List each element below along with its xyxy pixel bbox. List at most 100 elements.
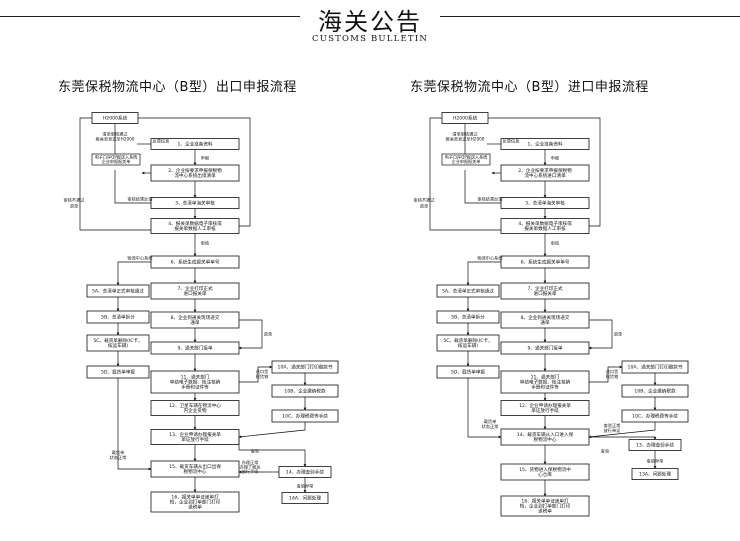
- flow-box-label-n2: 2、企业按要求申报保税物流中心系统进口清单: [518, 167, 572, 179]
- flow-connector: [464, 170, 501, 204]
- flow-box-label-n8: 8、企业到通关现场递交通单: [521, 314, 570, 326]
- import-flowchart: H2000系统 1、企业准备资料 2、企业按要求申报保税物流中心系统进口清单 3、总清…: [414, 112, 689, 517]
- flow-box-label-n8: 8、企业到通关现场递交通单: [171, 314, 220, 326]
- flow-box-label-n5d: 5D、载货单申报: [451, 369, 485, 376]
- flow-connector: [466, 261, 501, 286]
- flow-box-label-n5d: 5D、载货单申报: [101, 369, 135, 376]
- flow-box-label-n2: 2、企业按要求申报保税物流中心系统出境清单: [168, 167, 222, 179]
- flow-connector: [488, 117, 601, 227]
- flow-connector: [238, 422, 306, 439]
- flow-edge-label: 审结: [551, 239, 559, 246]
- flow-box-label-n11: 11、通关部门审结电子数据、核注核销手册和证件等: [520, 374, 571, 391]
- flow-box-label-n13: 13、办理查验手续: [636, 442, 674, 449]
- flow-box-label-n14: 14、办理查验手续: [286, 469, 324, 476]
- header-rule-right: [440, 16, 740, 17]
- flow-edge-label: 载货单状态正常: [482, 418, 499, 430]
- flow-box-label-n1: 1、企业准备资料: [177, 141, 212, 148]
- flow-edge-label: 报关单发送至H2000: [96, 135, 135, 142]
- flow-edge-label: 反馈信息: [503, 137, 520, 144]
- flow-edge-label: 清单审核通过: [452, 130, 478, 137]
- flow-edge-label: 反馈信息: [153, 137, 170, 144]
- flow-edge-label: 电子口岸QP报送入系统企业申报报关单: [95, 154, 138, 165]
- flow-edge-label: 退单: [614, 330, 622, 337]
- flow-edge-label: 申报: [551, 154, 560, 161]
- flow-box-label-n7: 7、企业打印正式进口报关单: [527, 285, 562, 297]
- flow-connector: [589, 436, 657, 440]
- flow-box-label-n6: 6、系统生成报关单单号: [521, 259, 570, 266]
- header-rule-left: [0, 16, 300, 17]
- flow-edge-label: 清单审核通过: [102, 130, 128, 137]
- flow-connector: [116, 261, 151, 286]
- flow-box-label-n14: 14、载货车辆从入口进入保税物流中心: [517, 431, 574, 443]
- flow-edge-label: 申报: [201, 154, 210, 161]
- flow-box-label-n3: 3、总清单海关审核: [525, 200, 565, 207]
- flow-box-label-n1: 1、企业准备资料: [527, 141, 562, 148]
- flow-connector: [114, 170, 151, 204]
- flow-box-label-n10a: 10A、通关部门打印缴款书: [628, 364, 683, 371]
- flow-box-label-n6: 6、系统生成报关单单号: [171, 259, 220, 266]
- flow-box-label-n13a: 13A、问题处理: [639, 471, 671, 478]
- flow-edge-label: 审核结果反馈: [127, 195, 153, 202]
- flow-box-label-n5c: 5C、载货单删除(IC卡，核运车辆): [93, 337, 142, 349]
- flow-box-label-n14a: 14A、问题处理: [289, 495, 321, 502]
- flow-edge-label: 审核结果反馈: [477, 195, 503, 202]
- flow-edge-label: 物流中心系统: [127, 254, 152, 261]
- flow-box-label-n10c: 10C、办理税费等手续: [632, 413, 678, 420]
- flow-box-label-n3: 3、总清单海关审核: [175, 200, 215, 207]
- flow-connector: [138, 117, 251, 227]
- flow-box-label-n5b: 5B、总清单拆分: [451, 314, 485, 321]
- flow-box-label-n16: 16、报关单单证递单打档，企业到打单部门打印退税单: [170, 494, 221, 511]
- flow-note-box: [91, 153, 141, 166]
- flow-edge-label: 办理正常办理了报运放行手续: [240, 459, 262, 475]
- flow-box-label-n5a: 5A、总清单正式审核通过: [92, 288, 144, 295]
- flow-box-label-n10c: 10C、办理税费等手续: [282, 413, 328, 420]
- flow-edge-label: 审核不通过: [414, 196, 436, 203]
- flow-box-label-n13: 13、企业申请办理报关单单证放行手续: [169, 431, 221, 443]
- export-flow-title: 东莞保税物流中心（B型）出口申报流程: [58, 80, 297, 95]
- flow-connector: [238, 319, 263, 350]
- flow-edge-label: 退单: [420, 202, 428, 209]
- flow-connector: [429, 117, 501, 231]
- flow-box-label-n7: 7、企业打印正式进口报关单: [177, 285, 212, 297]
- flow-edge-label: 退单: [70, 202, 78, 209]
- flow-edge-label: 电子口岸QP报送入系统企业申报报关单: [445, 154, 488, 165]
- flow-box-label-n5a: 5A、总清单正式审核通过: [442, 288, 494, 295]
- flow-box-label-n4: 4、报关单数据电子审核或报关单数据人工审核: [518, 220, 572, 232]
- flow-connector: [467, 378, 502, 439]
- flow-edge-label: 查验正常放行单证: [604, 422, 622, 434]
- flow-connector: [238, 437, 307, 467]
- flow-connector: [588, 422, 656, 439]
- flow-edge-label: 查验: [251, 447, 260, 454]
- flow-box-label-n10b: 10B、企业缴纳税款: [284, 388, 326, 395]
- flow-connector: [589, 365, 623, 383]
- flow-box-label-n12: 12、卫星车辆在物流中心内企业货物: [169, 402, 221, 414]
- flow-box-label-n15: 15、货物进入保税物流中心仓库: [519, 466, 571, 478]
- flow-box-label-n4: 4、报关单数据电子审核或报关单数据人工审核: [168, 220, 222, 232]
- flow-connector: [79, 117, 151, 231]
- flow-box-label-n11: 11、通关部门审结电子数据、核注核销手册和证件等: [170, 374, 221, 391]
- flow-box-label-h2000: H2000系统: [103, 115, 128, 122]
- flow-edge-label: 退单: [264, 330, 272, 337]
- bulletin-title: 海关公告: [318, 8, 422, 36]
- flow-edge-label: 审核不通过: [64, 196, 86, 203]
- flow-edge-label: 查验异常: [297, 482, 314, 489]
- flow-connector: [588, 319, 613, 350]
- flow-edge-label: 进口货税货物: [256, 368, 269, 380]
- flow-note-box: [441, 153, 491, 166]
- flow-edge-label: 进口货税货物: [606, 368, 619, 380]
- bulletin-subtitle: CUSTOMS BULLETIN: [312, 34, 428, 44]
- bulletin-header: 海关公告 CUSTOMS BULLETIN: [0, 0, 740, 50]
- flow-edge-label: 物流中心系统: [477, 254, 502, 261]
- flow-box-label-n9: 9、通关部门接单: [527, 345, 562, 352]
- flow-box-label-n5c: 5C、载货单删除(IC卡，核运车辆): [443, 337, 492, 349]
- flow-edge-label: 查验异常: [647, 457, 664, 464]
- flow-connector: [117, 378, 152, 471]
- flow-box-label-n12: 12、企业申请办理报关单单证放行手续: [519, 402, 571, 414]
- flow-edge-label: 审结: [201, 239, 209, 246]
- flow-box-label-h2000: H2000系统: [453, 115, 478, 122]
- import-flow-title: 东莞保税物流中心（B型）进口申报流程: [410, 80, 649, 95]
- flow-edge-label: 报关单发送至H2000: [446, 135, 485, 142]
- flow-box-label-n9: 9、通关部门接单: [177, 345, 212, 352]
- flow-box-label-n5b: 5B、总清单拆分: [101, 314, 135, 321]
